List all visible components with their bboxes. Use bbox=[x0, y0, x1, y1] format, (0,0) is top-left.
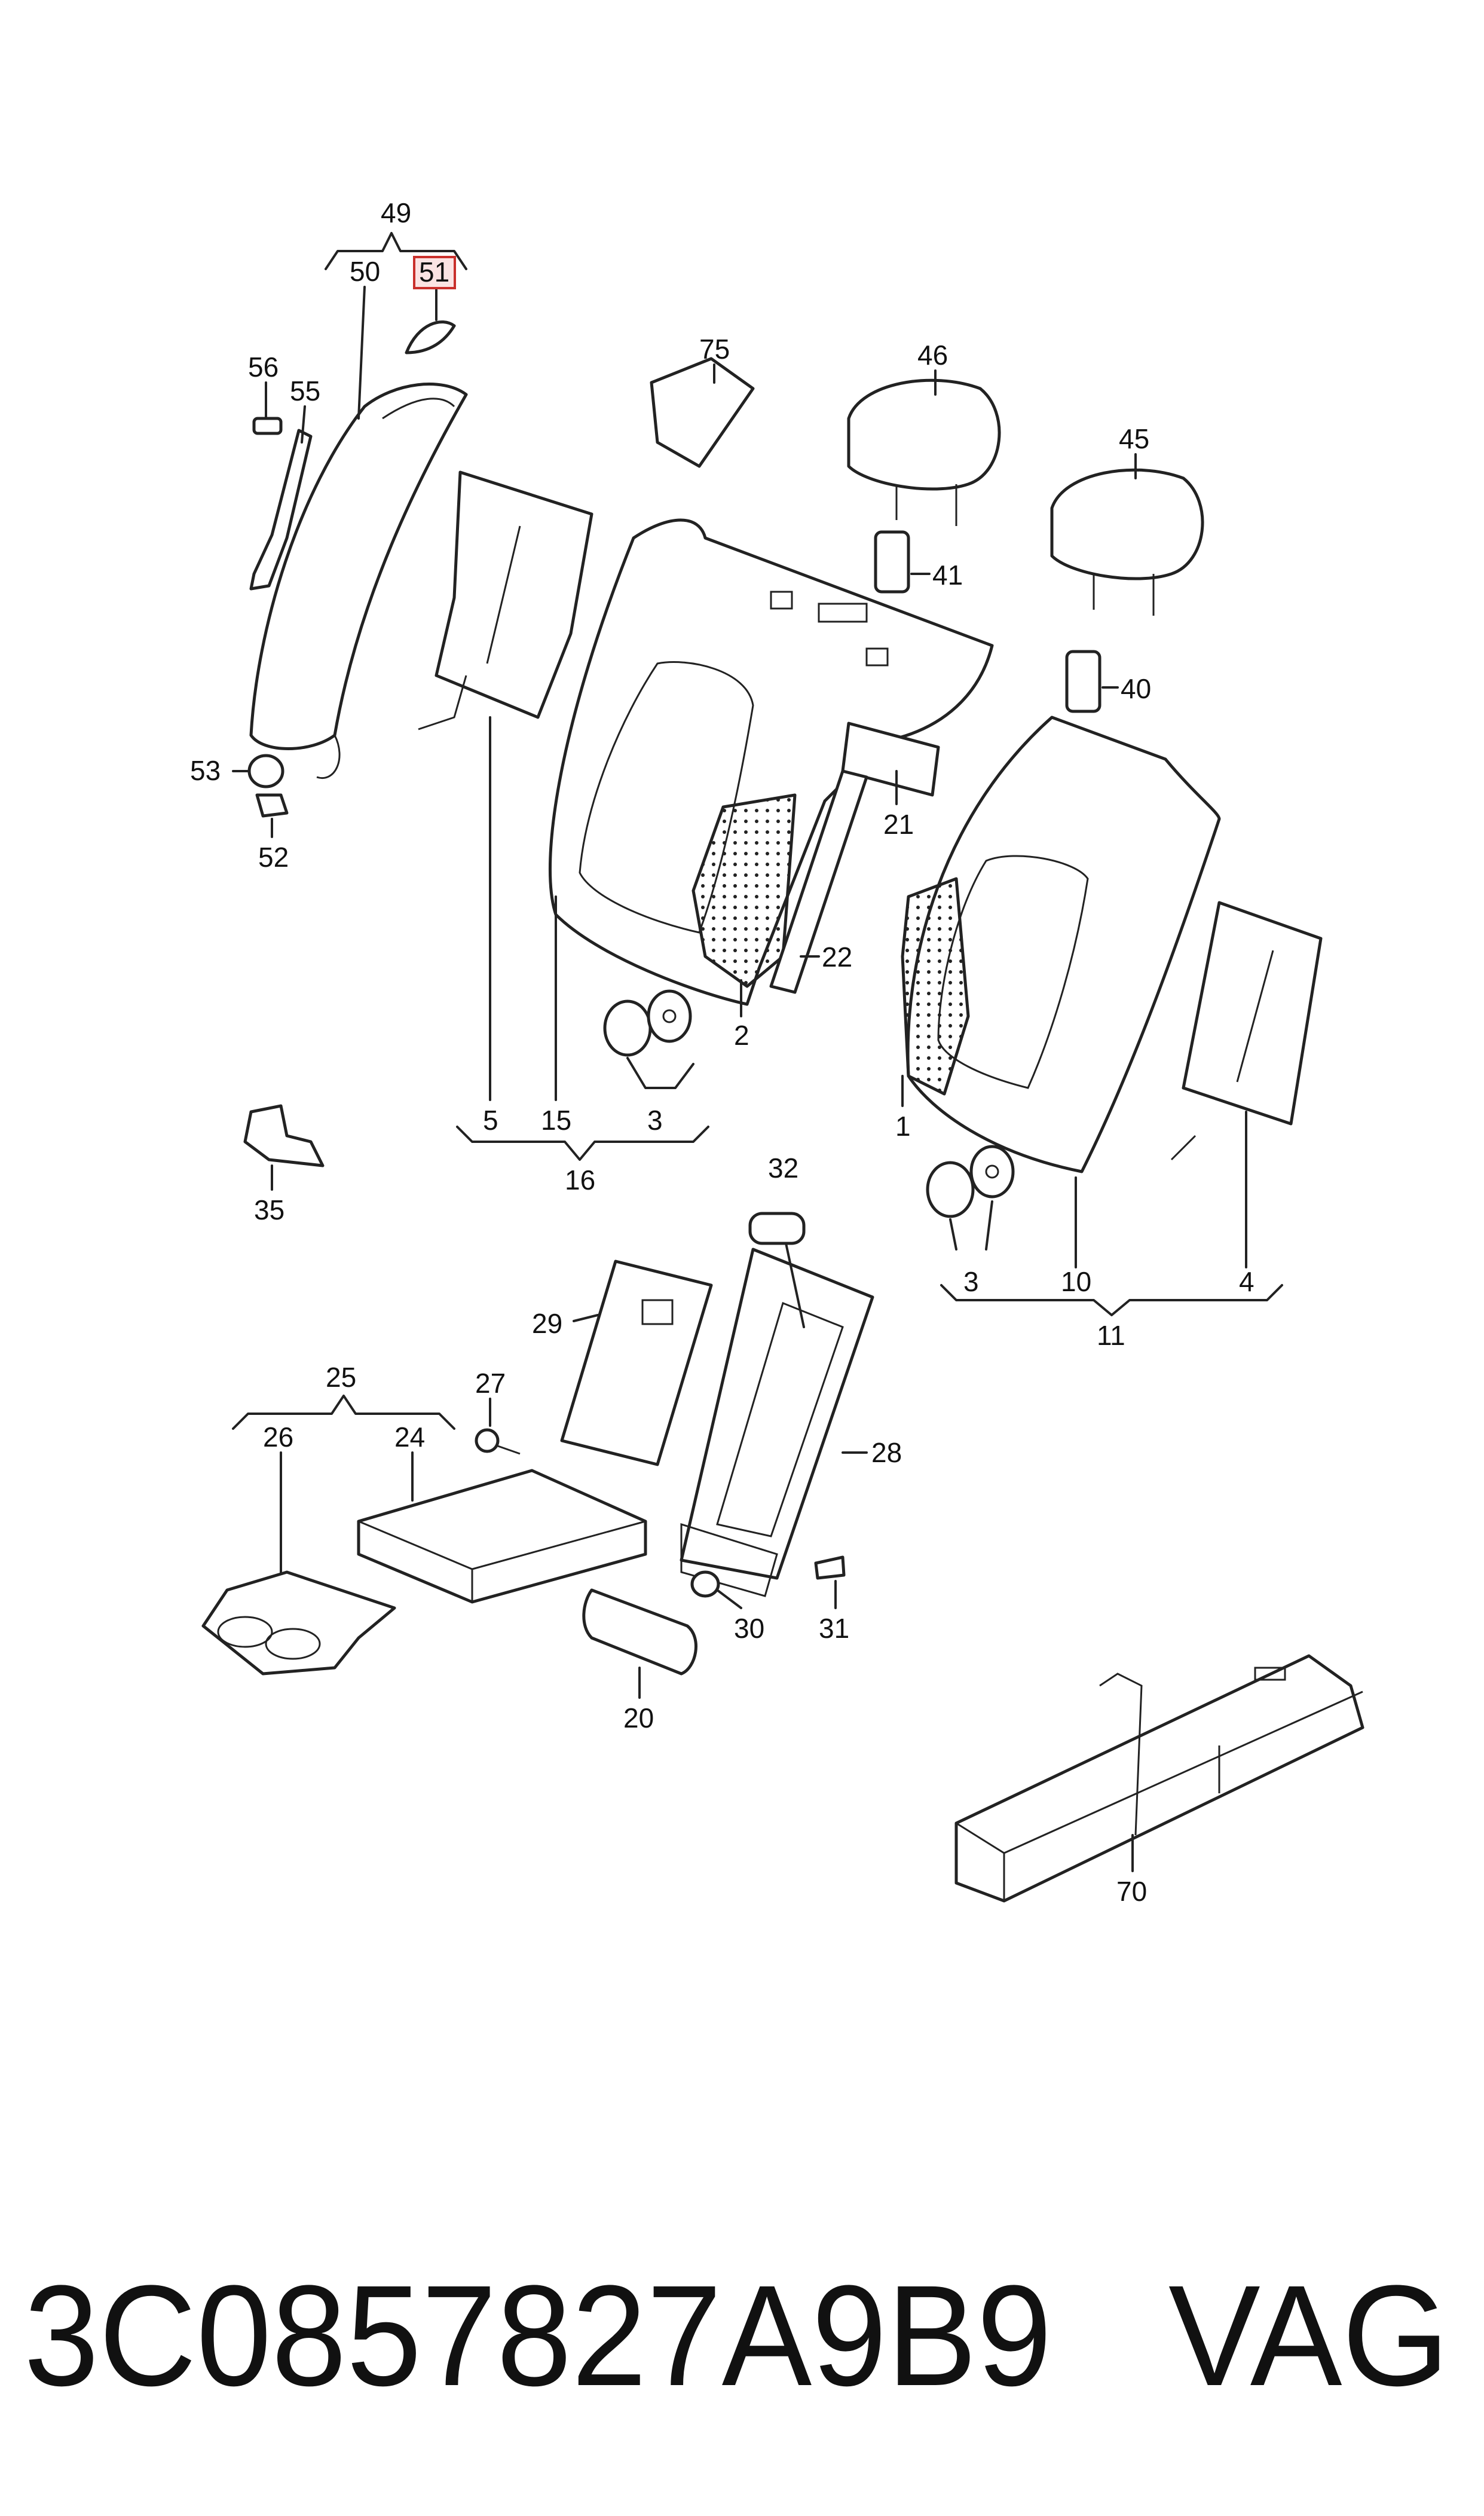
label-46: 46 bbox=[917, 340, 948, 371]
part-45-headrest bbox=[1050, 468, 1204, 616]
part-75-latch bbox=[650, 357, 755, 468]
label-15: 15 bbox=[541, 1105, 571, 1136]
label-11: 11 bbox=[1097, 1320, 1125, 1351]
part-2-foam bbox=[691, 793, 797, 988]
label-16: 16 bbox=[565, 1164, 595, 1196]
brand-text: VAG bbox=[1168, 2255, 1449, 2416]
label-70: 70 bbox=[1116, 1876, 1147, 1907]
part-3-discs-right bbox=[926, 1145, 1015, 1218]
part-29-panel bbox=[560, 1259, 713, 1466]
label-50: 50 bbox=[350, 256, 380, 287]
part-28-armrest-frame bbox=[680, 1248, 874, 1597]
label-29: 29 bbox=[532, 1308, 562, 1339]
label-75: 75 bbox=[699, 334, 730, 365]
label-2: 2 bbox=[734, 1020, 749, 1051]
label-22: 22 bbox=[822, 941, 852, 973]
part-24-armrest-cushion bbox=[357, 1469, 647, 1604]
label-3-right: 3 bbox=[963, 1266, 979, 1297]
label-25: 25 bbox=[326, 1362, 356, 1393]
callout-labels: 49 50 51 56 55 53 52 75 46 45 41 40 21 2… bbox=[190, 197, 1254, 1907]
part-52-clip bbox=[255, 793, 289, 818]
label-28: 28 bbox=[871, 1437, 902, 1468]
highlight-box-51 bbox=[413, 256, 456, 289]
part-70-ski-bag bbox=[954, 1654, 1364, 1903]
part-55-bracket bbox=[249, 417, 313, 591]
part-50-side-bolster bbox=[249, 383, 468, 779]
part-41-guide bbox=[874, 530, 910, 594]
label-56: 56 bbox=[248, 351, 279, 383]
part-35-clip bbox=[243, 1104, 325, 1167]
label-27: 27 bbox=[475, 1368, 506, 1399]
label-40: 40 bbox=[1121, 673, 1151, 704]
part-53-knob bbox=[247, 754, 284, 788]
label-26: 26 bbox=[263, 1421, 293, 1453]
label-10: 10 bbox=[1061, 1266, 1091, 1297]
part-5-pad-panel bbox=[418, 470, 593, 730]
part-22-rail bbox=[769, 769, 868, 994]
label-31: 31 bbox=[819, 1613, 849, 1644]
part-3-discs-left bbox=[603, 989, 692, 1057]
part-number-text: 3C0857827A9B9 bbox=[24, 2255, 1052, 2416]
part-32-plug bbox=[748, 1212, 806, 1245]
label-53: 53 bbox=[190, 755, 221, 786]
part-46-headrest bbox=[847, 378, 1001, 526]
part-40-guide bbox=[1065, 650, 1101, 713]
part-1-foam bbox=[901, 877, 970, 1096]
label-21: 21 bbox=[883, 809, 914, 840]
part-27-screw bbox=[475, 1428, 521, 1455]
label-35: 35 bbox=[254, 1194, 284, 1225]
part-51-pad bbox=[405, 320, 456, 354]
label-32: 32 bbox=[768, 1152, 798, 1184]
label-20: 20 bbox=[623, 1702, 654, 1734]
label-5: 5 bbox=[483, 1105, 498, 1136]
part-31-screw bbox=[814, 1555, 846, 1580]
label-52: 52 bbox=[258, 842, 289, 873]
label-4: 4 bbox=[1239, 1266, 1254, 1297]
label-49: 49 bbox=[381, 197, 411, 228]
part-4-pad-panel bbox=[1170, 901, 1323, 1161]
part-20-trim bbox=[582, 1588, 697, 1676]
label-45: 45 bbox=[1119, 423, 1149, 454]
label-1: 1 bbox=[895, 1111, 911, 1142]
label-51: 51 bbox=[419, 256, 449, 288]
part-15-backrest-cover bbox=[549, 518, 994, 1006]
label-55: 55 bbox=[290, 375, 320, 406]
leader-lines bbox=[232, 232, 1283, 1872]
label-30: 30 bbox=[734, 1613, 764, 1644]
part-26-cup-holder bbox=[201, 1570, 396, 1676]
label-41: 41 bbox=[932, 560, 963, 591]
label-3-left: 3 bbox=[647, 1105, 663, 1136]
label-24: 24 bbox=[394, 1421, 425, 1453]
part-30-nut bbox=[690, 1570, 720, 1598]
